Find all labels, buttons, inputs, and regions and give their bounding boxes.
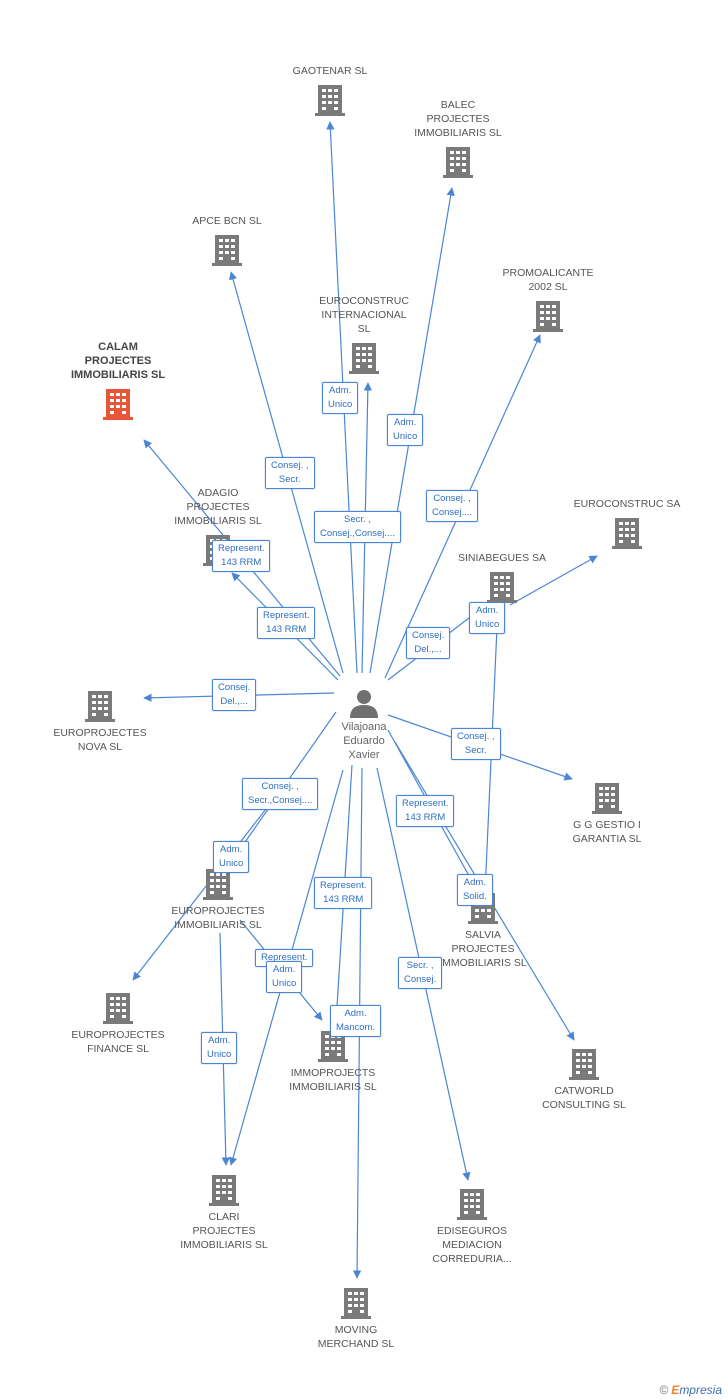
- company-label: SINIABEGUES SA: [457, 552, 547, 564]
- company-euroconstruc-internacional[interactable]: EUROCONSTRUC INTERNACIONAL SL: [304, 294, 424, 374]
- company-gaotenar[interactable]: GAOTENAR SL: [270, 64, 390, 116]
- company-apce[interactable]: APCE BCN SL: [167, 214, 287, 266]
- company-label: IMMOPROJECTS IMMOBILIARIS SL: [289, 1067, 377, 1093]
- edge-label[interactable]: Adm. Unico: [387, 414, 424, 446]
- edge-label[interactable]: Adm. Unico: [322, 382, 359, 414]
- building-icon: [203, 869, 233, 900]
- company-label: PROMOALICANTE 2002 SL: [502, 267, 594, 293]
- building-icon: [209, 1175, 239, 1206]
- copyright-symbol: ©: [659, 1383, 669, 1397]
- building-icon: [533, 301, 563, 332]
- company-label: EUROPROJECTES IMMOBILIARIS SL: [171, 905, 265, 931]
- brand-name: mpresia: [679, 1383, 722, 1397]
- person-name: Vilajoana Eduardo Xavier: [341, 721, 387, 761]
- building-icon: [349, 343, 379, 374]
- edge-label[interactable]: Secr. , Consej.: [398, 957, 443, 989]
- edge-label[interactable]: Represent. 143 RRM: [314, 877, 373, 909]
- brand-initial: E: [671, 1383, 680, 1397]
- edge-label[interactable]: Adm. Unico: [201, 1032, 238, 1064]
- edge-label[interactable]: Consej. , Consej....: [426, 490, 479, 522]
- edge-label[interactable]: Consej. , Secr.: [265, 457, 315, 489]
- company-europrojectes-finance[interactable]: EUROPROJECTES FINANCE SL: [58, 990, 178, 1056]
- edge-euroconstruc-sa: [509, 555, 598, 606]
- empresia-logo: ©Empresia: [659, 1383, 722, 1397]
- building-icon: [612, 518, 642, 549]
- company-europrojectes-nova[interactable]: EUROPROJECTES NOVA SL: [40, 688, 160, 754]
- edge-label[interactable]: Adm. Unico: [266, 961, 303, 993]
- company-label: EUROCONSTRUC INTERNACIONAL SL: [319, 295, 409, 335]
- edge-europrojectes-fin: [132, 799, 274, 981]
- company-label: CALAM PROJECTES IMMOBILIARIS SL: [70, 341, 166, 381]
- company-label: EUROPROJECTES NOVA SL: [53, 727, 147, 753]
- building-icon: [592, 783, 622, 814]
- edge-label[interactable]: Secr. , Consej.,Consej....: [314, 511, 401, 543]
- edge-label[interactable]: Represent. 143 RRM: [257, 607, 316, 639]
- company-label: BALEC PROJECTES IMMOBILIARIS SL: [414, 99, 502, 139]
- company-label: EUROCONSTRUC SA: [573, 498, 681, 510]
- company-ediseguros[interactable]: EDISEGUROS MEDIACION CORREDURIA...: [412, 1186, 532, 1266]
- building-icon: [315, 85, 345, 116]
- company-label: EDISEGUROS MEDIACION CORREDURIA...: [432, 1225, 512, 1265]
- company-clari[interactable]: CLARI PROJECTES IMMOBILIARIS SL: [164, 1172, 284, 1252]
- building-icon: [341, 1288, 371, 1319]
- edge-label[interactable]: Consej. Del.,...: [406, 627, 451, 659]
- building-icon: [457, 1189, 487, 1220]
- edge-label[interactable]: Represent. 143 RRM: [396, 795, 455, 827]
- company-balec[interactable]: BALEC PROJECTES IMMOBILIARIS SL: [398, 98, 518, 178]
- edge-label[interactable]: Consej. , Secr.,Consej....: [242, 778, 319, 810]
- company-label: GAOTENAR SL: [292, 65, 368, 77]
- edge-label[interactable]: Adm. Mancom.: [330, 1005, 382, 1037]
- building-icon: [103, 389, 133, 420]
- edge-label[interactable]: Adm. Unico: [213, 841, 250, 873]
- company-gg-gestio[interactable]: G G GESTIO I GARANTIA SL: [547, 780, 667, 846]
- company-catworld[interactable]: CATWORLD CONSULTING SL: [524, 1046, 644, 1112]
- edge-label[interactable]: Consej. , Secr.: [451, 728, 501, 760]
- edge-label[interactable]: Represent. 143 RRM: [212, 540, 271, 572]
- company-label: EUROPROJECTES FINANCE SL: [71, 1029, 165, 1055]
- edge-label[interactable]: Adm. Unico: [469, 602, 506, 634]
- edge-label[interactable]: Adm. Solid.: [457, 874, 493, 906]
- edge-label[interactable]: Consej. Del.,...: [212, 679, 257, 711]
- building-icon: [85, 691, 115, 722]
- person-icon: [350, 690, 378, 718]
- company-euroconstruc-sa[interactable]: EUROCONSTRUC SA: [567, 497, 687, 549]
- company-label: CATWORLD CONSULTING SL: [542, 1085, 626, 1111]
- building-icon: [569, 1049, 599, 1080]
- company-moving[interactable]: MOVING MERCHAND SL: [296, 1285, 416, 1351]
- person-center[interactable]: Vilajoana Eduardo Xavier: [304, 688, 424, 762]
- company-label: MOVING MERCHAND SL: [317, 1324, 395, 1350]
- company-siniabegues[interactable]: SINIABEGUES SA: [442, 551, 562, 603]
- building-icon: [103, 993, 133, 1024]
- company-label: SALVIA PROJECTES IMMOBILIARIS SL: [439, 929, 527, 969]
- company-label: CLARI PROJECTES IMMOBILIARIS SL: [180, 1211, 268, 1251]
- company-label: ADAGIO PROJECTES IMMOBILIARIS SL: [174, 487, 262, 527]
- company-promoalicante[interactable]: PROMOALICANTE 2002 SL: [488, 266, 608, 332]
- company-immoprojects[interactable]: IMMOPROJECTS IMMOBILIARIS SL: [273, 1028, 393, 1094]
- company-europrojectes-immobiliaris[interactable]: EUROPROJECTES IMMOBILIARIS SL: [158, 866, 278, 932]
- building-icon: [212, 235, 242, 266]
- company-calam[interactable]: CALAM PROJECTES IMMOBILIARIS SL: [58, 340, 178, 420]
- company-label: APCE BCN SL: [192, 215, 262, 227]
- building-icon: [443, 147, 473, 178]
- company-label: G G GESTIO I GARANTIA SL: [572, 819, 642, 845]
- company-salvia[interactable]: SALVIA PROJECTES IMMOBILIARIS SL: [423, 890, 543, 970]
- building-icon: [487, 572, 517, 603]
